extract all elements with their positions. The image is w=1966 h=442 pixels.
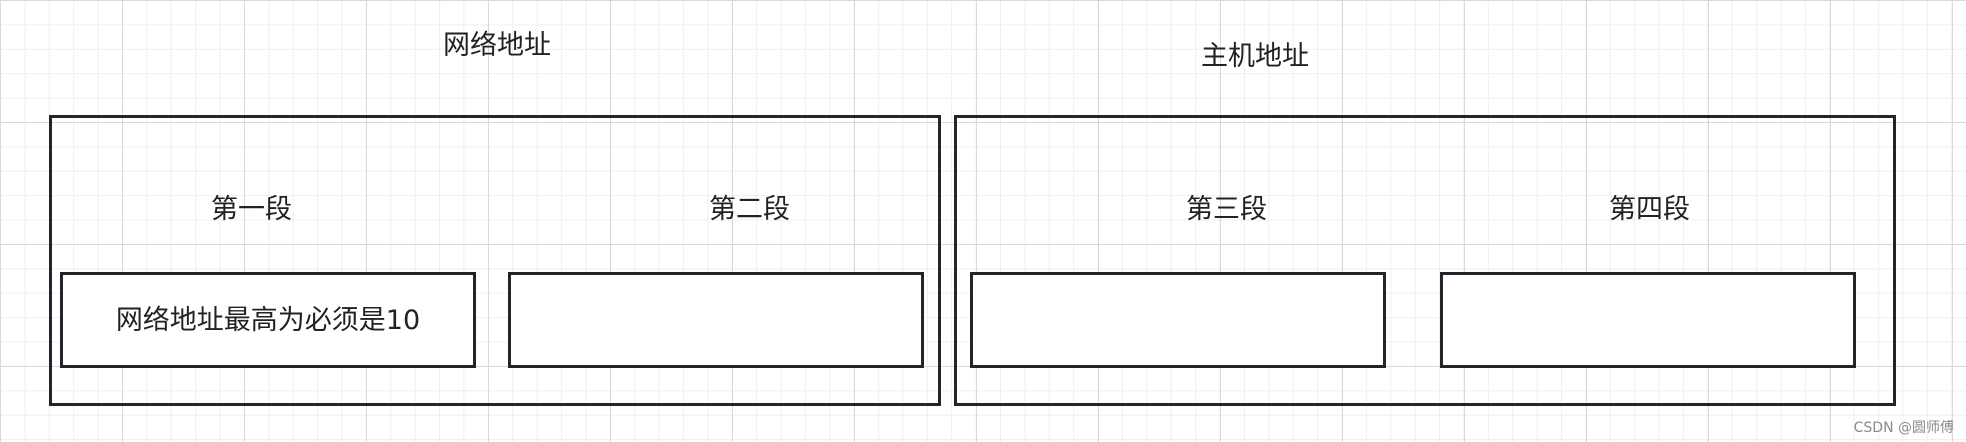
host-address-box <box>954 115 1896 406</box>
network-address-title: 网络地址 <box>443 30 551 61</box>
segment-1-cell: 网络地址最高为必须是10 <box>60 272 476 368</box>
segment-4-label: 第四段 <box>1609 194 1690 225</box>
host-address-title: 主机地址 <box>1201 41 1309 72</box>
segment-2-label: 第二段 <box>709 194 790 225</box>
segment-3-label: 第三段 <box>1186 194 1267 225</box>
segment-2-cell <box>508 272 924 368</box>
segment-1-cell-text: 网络地址最高为必须是10 <box>115 304 421 336</box>
segment-3-cell <box>970 272 1386 368</box>
segment-1-label: 第一段 <box>211 194 292 225</box>
watermark: CSDN @圆师傅 <box>1853 420 1954 436</box>
network-address-box <box>49 115 941 406</box>
segment-4-cell <box>1440 272 1856 368</box>
